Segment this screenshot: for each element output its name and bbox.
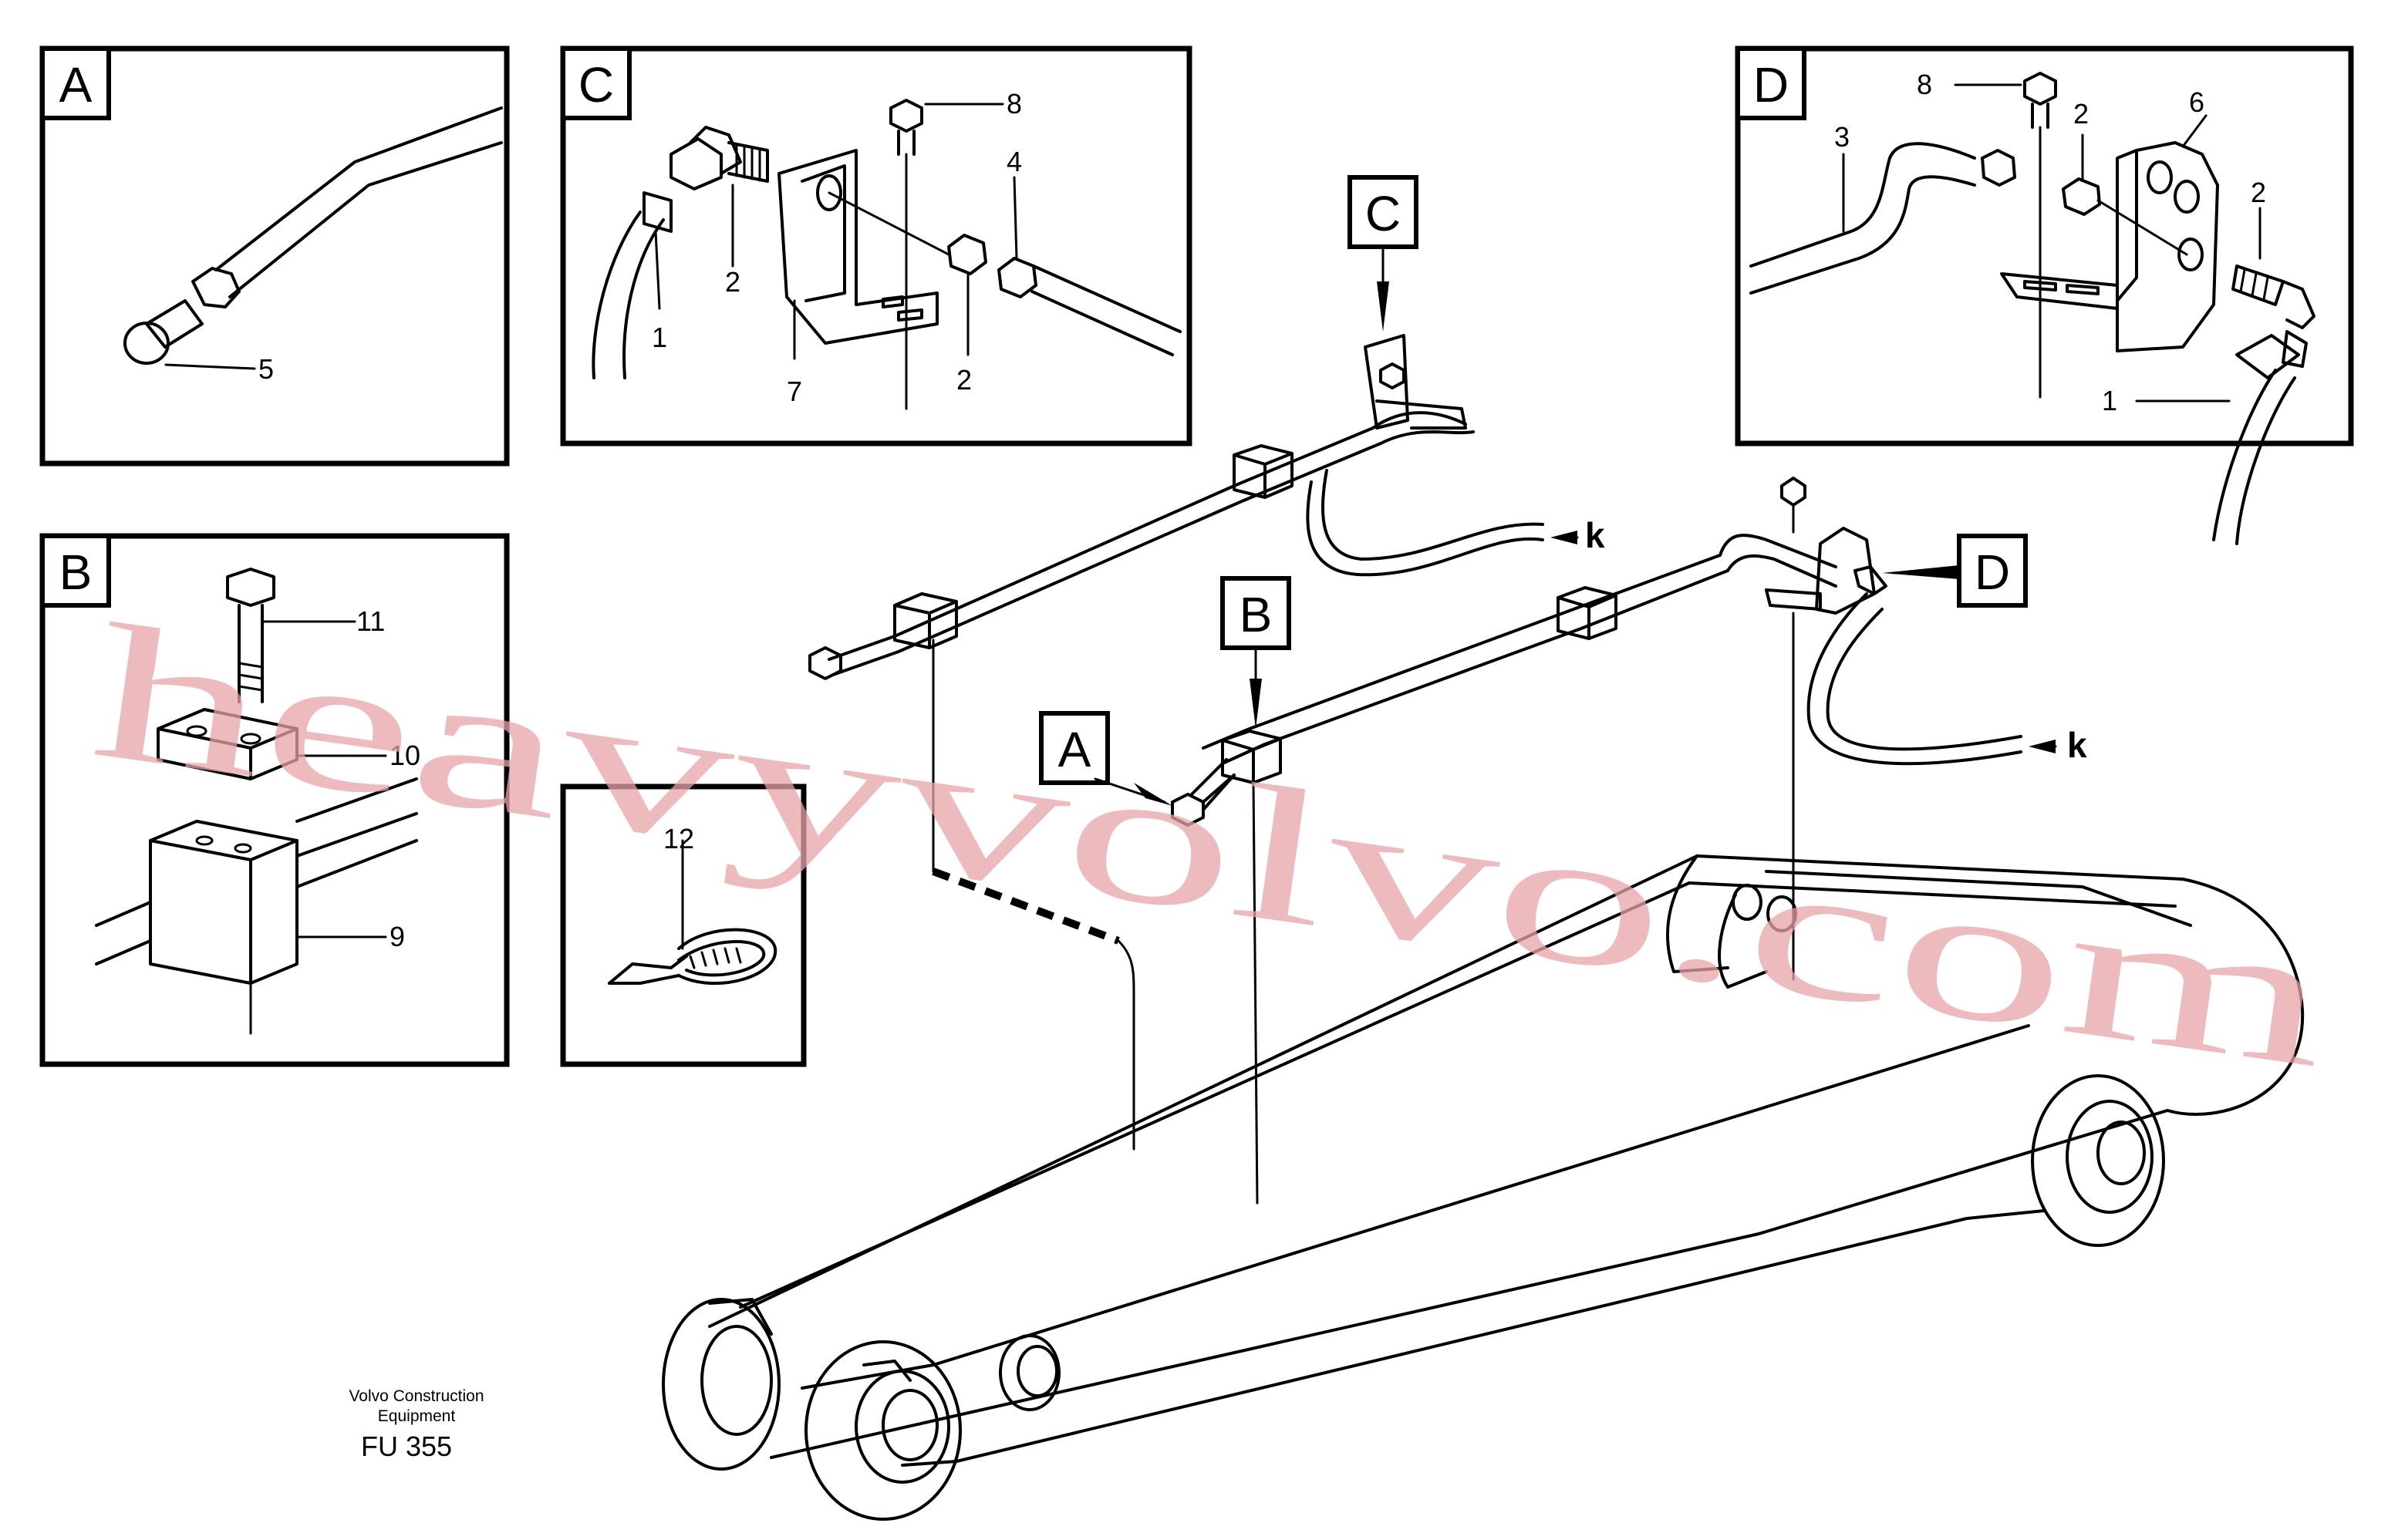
- panel-a-letter: A: [59, 57, 93, 113]
- cable-tie-drawing: [608, 928, 777, 986]
- panel-b-letter: B: [59, 544, 93, 600]
- figure-code: FU 355: [361, 1430, 452, 1462]
- pipe-drawing: [123, 106, 503, 365]
- marker-d: D: [1882, 534, 2028, 608]
- callout-d-8: 8: [1917, 69, 1932, 100]
- pipe-run-drawing: [808, 334, 2022, 1205]
- marker-b-letter: B: [1240, 587, 1273, 642]
- callout-c-2a: 2: [725, 266, 740, 298]
- callout-c-8: 8: [1007, 88, 1022, 120]
- pipe-drawing: [1749, 142, 2016, 295]
- marker-a-letter: A: [1058, 722, 1091, 777]
- callout-c-1: 1: [652, 322, 667, 353]
- callout-d-6: 6: [2189, 86, 2204, 118]
- detail-panel-cable-tie: 12: [560, 783, 807, 1067]
- detail-panel-c: C: [560, 45, 1192, 446]
- callout-c-2b: 2: [956, 364, 972, 396]
- callout-d-2b: 2: [2251, 177, 2266, 208]
- footer-credit: Volvo Construction Equipment FU 355: [349, 1387, 484, 1462]
- callout-d-1: 1: [2102, 385, 2117, 416]
- screw-drawing: [889, 99, 923, 410]
- panel-c-letter: C: [578, 57, 614, 113]
- marker-c-letter: C: [1365, 186, 1401, 241]
- callout-c-4: 4: [1007, 146, 1022, 177]
- nut-drawing: [2062, 177, 2101, 216]
- k-label-lower: k: [2029, 725, 2087, 765]
- boom-arm-drawing: [662, 854, 2305, 1521]
- detail-panel-a: A 5: [39, 45, 510, 467]
- marker-b: B: [1220, 576, 1291, 729]
- callout-d-3: 3: [1834, 121, 1850, 153]
- callout-10: 10: [390, 740, 420, 771]
- nut-pipe-drawing: [828, 191, 1182, 356]
- clamp-plate-drawing: [157, 708, 298, 780]
- k-label-upper: k: [1550, 515, 1605, 555]
- callout-9: 9: [390, 921, 405, 952]
- marker-c: C: [1347, 175, 1418, 332]
- bracket-drawing: [2000, 141, 2219, 352]
- k-right: k: [2067, 725, 2087, 765]
- screw-drawing: [2023, 72, 2057, 399]
- marker-d-letter: D: [1975, 544, 2010, 600]
- detail-panel-d: D: [1735, 45, 2354, 545]
- elbow-hose-drawing: [2212, 265, 2315, 545]
- marker-a: A: [1039, 711, 1172, 806]
- company-line-1: Volvo Construction: [349, 1387, 484, 1405]
- callout-12: 12: [663, 823, 694, 854]
- detail-panel-b: B 11 10 9: [39, 533, 510, 1067]
- clamp-block-drawing: [95, 777, 418, 985]
- elbow-fitting-drawing: [689, 126, 769, 183]
- company-line-2: Equipment: [378, 1407, 456, 1425]
- panel-d-letter: D: [1753, 57, 1789, 113]
- callout-11: 11: [356, 605, 385, 637]
- bracket-drawing: [777, 149, 939, 345]
- callout-5: 5: [258, 353, 274, 385]
- callout-c-7: 7: [787, 376, 802, 407]
- hose-drawing: [592, 137, 723, 379]
- callout-d-2a: 2: [2073, 98, 2089, 130]
- k-left: k: [1585, 515, 1605, 555]
